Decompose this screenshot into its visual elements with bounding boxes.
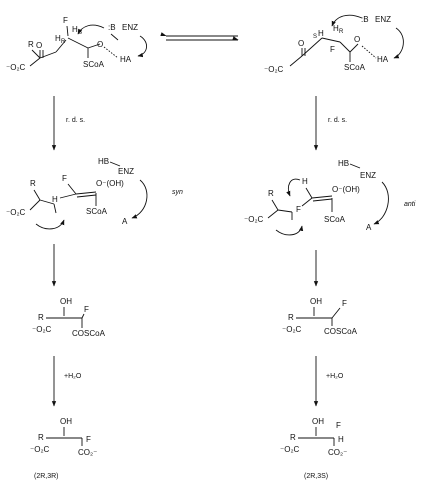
scoa-right: SCoA	[344, 63, 366, 72]
oh-right: OH	[310, 297, 322, 306]
co2-final-right: CO₂⁻	[328, 448, 347, 457]
coscoa-right: COSCoA	[324, 327, 358, 336]
rds-label-right: r. d. s.	[328, 117, 347, 124]
curly-arrow-anti-ketone	[275, 225, 304, 236]
o2c-right: ⁻O₂C	[282, 325, 302, 334]
svg-text:R: R	[61, 39, 66, 45]
r-group-label: R	[28, 40, 34, 49]
rds-label-left: r. d. s.	[66, 117, 85, 124]
scoa-anti: SCoA	[324, 215, 346, 224]
h-final-right: H	[338, 435, 344, 444]
fluorine-right: F	[330, 45, 335, 54]
curly-arrow-anti-enol	[286, 178, 301, 197]
product-label-right: (2R,3S)	[304, 473, 328, 480]
o2c-final-left: ⁻O₂C	[30, 445, 50, 454]
final-product-left: OH R F CO₂⁻ ⁻O₂C (2R,3R)	[30, 417, 97, 480]
svg-text:S: S	[313, 34, 317, 40]
h2o-right: +H₂O	[326, 373, 344, 380]
f-syn: F	[62, 174, 67, 183]
hydrogen-s-label: H	[72, 25, 78, 34]
f-final-left: F	[86, 435, 91, 444]
ketone-oxygen-right: O	[298, 39, 304, 48]
f-right: F	[342, 299, 347, 308]
curly-arrow-anti-enz	[373, 181, 389, 225]
r-right: R	[288, 313, 294, 322]
o2c-left: ⁻O₂C	[32, 325, 52, 334]
enolate-o-syn: O⁻(OH)	[96, 179, 124, 188]
acid-right: HA	[377, 55, 389, 64]
r-final-left: R	[38, 433, 44, 442]
enzyme-label: ENZ	[122, 23, 138, 32]
enz-syn: ENZ	[118, 167, 134, 176]
a-anti: A	[366, 223, 372, 232]
top-left-substrate: :B ENZ F H R H S O SCoA HA R O ⁻O₂C	[6, 16, 147, 72]
carboxylate-label: ⁻O₂C	[6, 63, 26, 72]
curly-arrow-base-to-h-right	[331, 14, 363, 27]
f-left: F	[84, 305, 89, 314]
carboxylate-right: ⁻O₂C	[264, 65, 284, 74]
hb-label: HB	[98, 157, 109, 166]
rds-arrow-right: r. d. s.	[313, 96, 347, 151]
syn-intermediate: HB ENZ F H O⁻(OH) SCoA A syn R ⁻O₂C	[6, 157, 183, 230]
enolate-o-anti: O⁻(OH)	[332, 185, 360, 194]
anti-label: anti	[404, 201, 416, 208]
scoa-label: SCoA	[83, 60, 105, 69]
base-label: :B	[108, 23, 116, 32]
f-final-right: F	[336, 421, 341, 430]
hydrolysis-arrow-left: +H₂O	[51, 356, 82, 407]
syn-label: syn	[172, 189, 183, 196]
curly-arrow-syn-enz	[131, 179, 148, 219]
oh-left: OH	[60, 297, 72, 306]
hydrolysis-arrow-right: +H₂O	[313, 356, 344, 407]
r-syn: R	[30, 179, 36, 188]
coscoa-left: COSCoA	[72, 329, 106, 338]
hydrogen-r-right: H	[333, 24, 339, 33]
scoa-syn: SCoA	[86, 207, 108, 216]
base-label-right: :B	[361, 15, 369, 24]
thioester-product-right: OH R F COSCoA ⁻O₂C	[282, 297, 358, 336]
top-right-substrate: :B ENZ H S H R F O SCoA HA O ⁻O₂C	[264, 14, 404, 74]
hb-label-right: HB	[338, 159, 349, 168]
oh-final-left: OH	[60, 417, 72, 426]
curly-arrow-base-to-h	[77, 24, 105, 35]
anti-intermediate: HB ENZ H F O⁻(OH) SCoA A anti R ⁻O₂C	[244, 159, 416, 236]
h2o-left: +H₂O	[64, 373, 82, 380]
oh-final-right: OH	[312, 417, 324, 426]
curly-arrow-enz	[137, 35, 147, 58]
o2c-syn: ⁻O₂C	[6, 208, 26, 217]
thioester-product-left: OH R F COSCoA ⁻O₂C	[32, 297, 106, 338]
ketone-oxygen: O	[36, 41, 42, 50]
hydrogen-s-right: H	[318, 29, 324, 38]
a-syn: A	[122, 217, 128, 226]
product-label-left: (2R,3R)	[34, 473, 59, 480]
o2c-final-right: ⁻O₂C	[280, 445, 300, 454]
svg-text:R: R	[339, 29, 344, 35]
co2-final-left: CO₂⁻	[78, 448, 97, 457]
enz-anti: ENZ	[360, 171, 376, 180]
h-anti: H	[302, 177, 308, 186]
rds-arrow-left: r. d. s.	[51, 96, 85, 151]
curly-arrow-enz-right	[393, 27, 404, 59]
r-final-right: R	[290, 433, 296, 442]
fluorine-label: F	[63, 16, 68, 25]
enzyme-label-right: ENZ	[375, 15, 391, 24]
r-anti: R	[268, 189, 274, 198]
carbonyl-oxygen-right: O	[354, 35, 360, 44]
r-left: R	[38, 313, 44, 322]
h-syn: H	[52, 195, 58, 204]
curly-arrow-syn-ketone	[35, 219, 65, 230]
hydrogen-r-label: H	[55, 34, 61, 43]
acid-label: HA	[120, 55, 132, 64]
final-product-right: OH R F H CO₂⁻ ⁻O₂C (2R,3S)	[280, 417, 347, 480]
f-anti: F	[296, 205, 301, 214]
svg-text:S: S	[78, 30, 82, 36]
carbonyl-oxygen: O	[97, 40, 103, 49]
o2c-anti: ⁻O₂C	[244, 215, 264, 224]
equilibrium-arrows	[160, 32, 239, 41]
